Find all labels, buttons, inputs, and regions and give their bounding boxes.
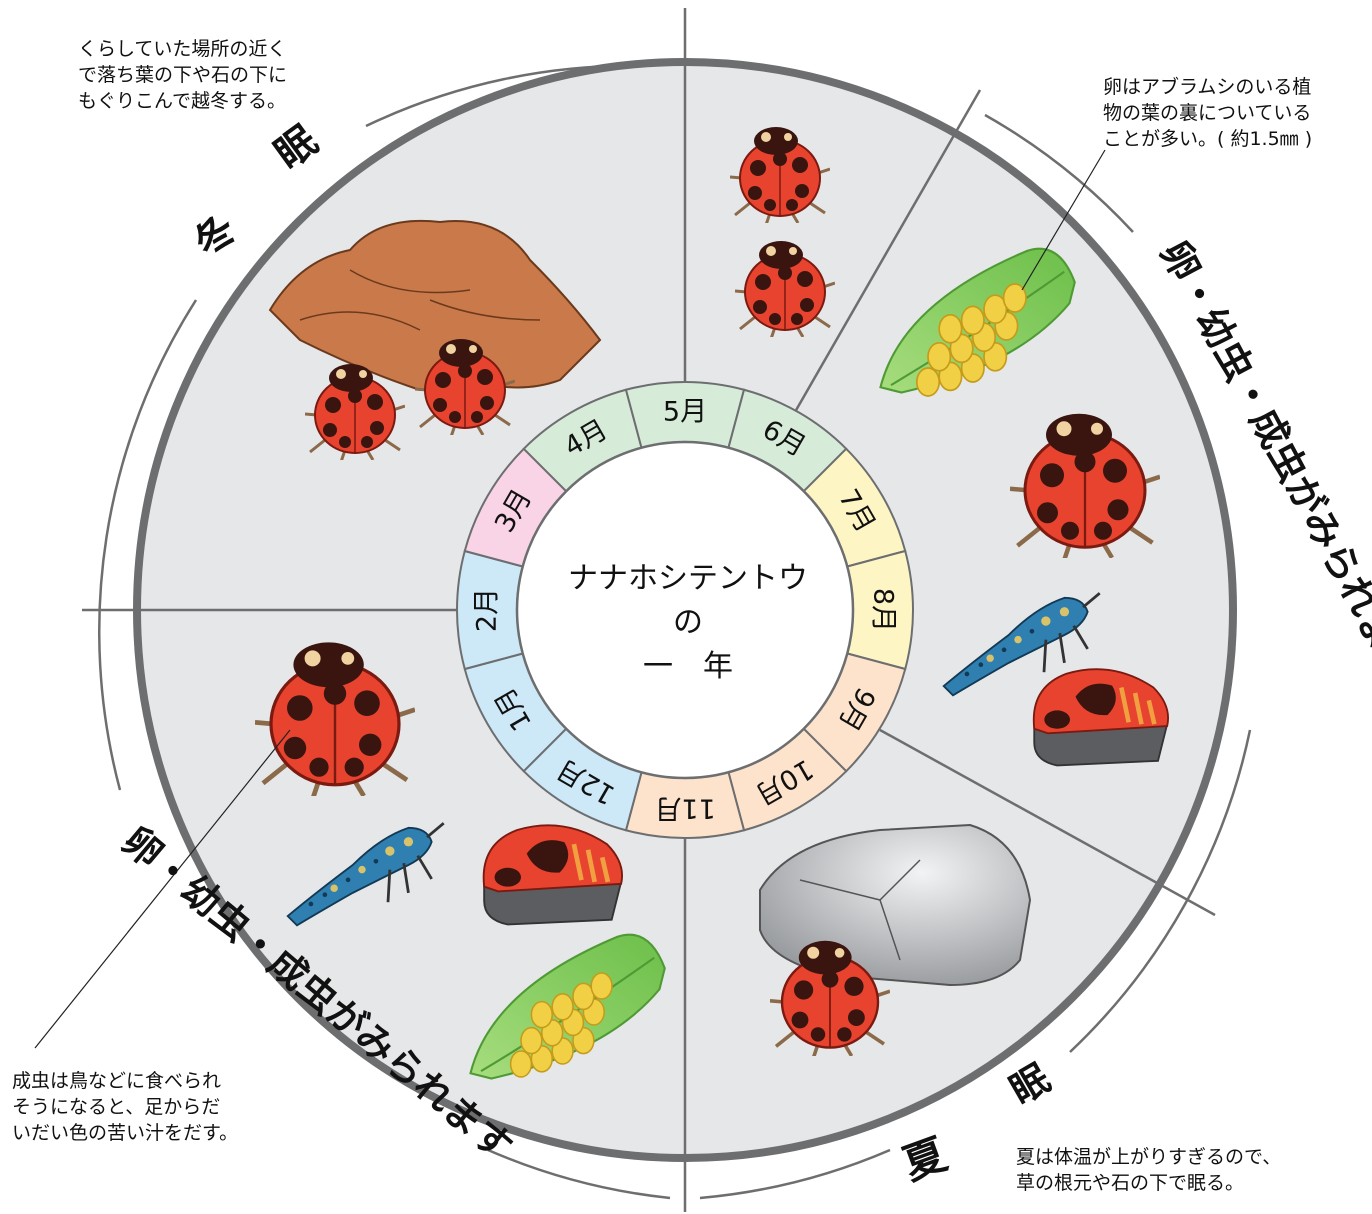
month-label-m8: 8月: [868, 588, 899, 632]
bracket-summer: [699, 1148, 891, 1200]
center-title-line1: ナナホシテントウ: [568, 561, 808, 596]
center-title-line3: 一 年: [643, 649, 733, 684]
pupa-icon: [1034, 669, 1168, 765]
note-spring: 卵はアブラムシのいる植 物の葉の裏についている ことが多い。( 約1.5㎜ ): [1103, 76, 1313, 150]
season-label-summer-1: 夏: [897, 1129, 954, 1190]
divider-spring: [793, 89, 982, 413]
month-label-m5: 5月: [663, 397, 707, 428]
summer-illustration: [759, 823, 1032, 1056]
season-label-summer-2: 眠: [1003, 1056, 1058, 1113]
bracket-winter-lower: [97, 299, 198, 791]
divider-summer: [879, 728, 1216, 917]
note-autumn: 成虫は鳥などに食べられ そうになると、足からだ いだい色の苦い汁をだす。: [12, 1070, 239, 1144]
center-title-line2: の: [673, 605, 703, 640]
season-label-winter-2: 眠: [267, 117, 326, 178]
month-label-m2: 2月: [472, 588, 503, 632]
callout-lines: [34, 149, 1106, 1049]
dead-leaf-icon: [268, 219, 602, 392]
bracket-spring-upper: [984, 113, 1134, 233]
note-winter: くらしていた場所の近く で落ち葉の下や石の下に もぐりこんで越冬する。: [78, 38, 288, 112]
winter-illustration: [268, 219, 602, 460]
center-circle: [515, 440, 855, 780]
divider-lines: [82, 8, 1216, 1212]
bracket-autumn: [487, 1148, 671, 1200]
pupa-icon: [484, 825, 622, 924]
note-summer: 夏は体温が上がりすぎるので、 草の根元や石の下で眠る。: [1016, 1146, 1282, 1194]
month-label-m11: 11月: [654, 793, 715, 824]
bracket-spring-lower: [1069, 729, 1252, 1053]
callout-line-egg: [1021, 149, 1106, 291]
season-label-winter-1: 冬: [185, 206, 246, 267]
callout-line-adult: [34, 729, 291, 1049]
